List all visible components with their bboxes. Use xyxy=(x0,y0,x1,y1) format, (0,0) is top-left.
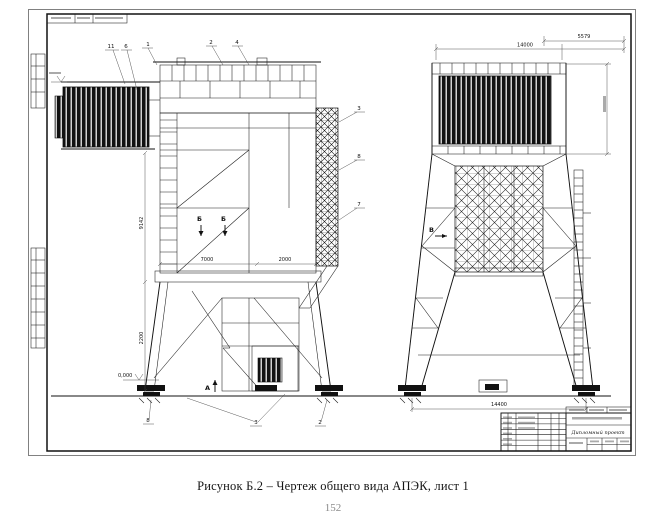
front-lattice-tower xyxy=(454,165,544,277)
callout-3: 3 xyxy=(357,106,361,112)
section-label-a: А xyxy=(205,384,210,392)
left-vertical-dimension: 9142 2200 xyxy=(139,150,148,394)
left-horizontal-dimension: 7000 2000 xyxy=(157,257,319,267)
margin-table-bottom xyxy=(30,247,46,349)
margin-table-top xyxy=(30,53,46,109)
page-number: 152 xyxy=(324,502,342,514)
head-hopper-block xyxy=(431,62,567,167)
side-ladder xyxy=(573,169,591,389)
dim-bay-width-2: 2000 xyxy=(279,257,292,263)
callout-11: 11 xyxy=(108,44,115,50)
technical-drawing-sheet: 0,000 9142 2200 7000 2000 xyxy=(28,9,636,456)
rail-bogies-left-view xyxy=(137,385,343,404)
title-block: Дипломный проект xyxy=(500,406,632,452)
callout-bottom-mid: 3 xyxy=(254,420,258,426)
callout-bottom-right: 2 xyxy=(318,420,322,426)
section-label-b-left: Б xyxy=(197,215,202,223)
corner-designation-stamp xyxy=(46,13,128,24)
section-label-b-right: Б xyxy=(221,215,226,223)
dim-portal-height: 2200 xyxy=(139,332,145,345)
title-block-project-label: Дипломный проект xyxy=(570,430,624,436)
portal-structure xyxy=(144,270,332,392)
section-label-v: В xyxy=(429,226,434,234)
figure-caption: Рисунок Б.2 – Чертеж общего вида АПЭК, л… xyxy=(197,479,469,493)
tower-body xyxy=(159,112,317,274)
dim-top-width-total: 14000 xyxy=(517,43,533,49)
bucket-elevator-column xyxy=(298,107,339,309)
dim-level-zero: 0,000 xyxy=(118,373,132,379)
right-vertical-dimension xyxy=(566,61,611,157)
dim-bay-width-1: 7000 xyxy=(201,257,214,263)
front-elevation-view: 5579 14000 xyxy=(398,34,627,412)
dim-track-gauge: 14400 xyxy=(491,402,507,408)
callout-1: 1 xyxy=(146,42,150,48)
dim-top-width-partial: 5579 xyxy=(578,34,591,40)
bottom-callouts: 8 3 2 xyxy=(143,393,328,427)
callout-6: 6 xyxy=(124,44,128,50)
front-portal-legs xyxy=(404,153,594,390)
dim-tower-height: 9142 xyxy=(139,217,145,230)
view-direction-mark: В xyxy=(429,226,447,238)
level-mark-zero: 0,000 xyxy=(118,373,159,381)
rail-bogies-front-view xyxy=(398,379,600,404)
callout-8: 8 xyxy=(357,154,361,160)
side-elevation-view: 0,000 9142 2200 7000 2000 xyxy=(49,40,365,427)
callout-4: 4 xyxy=(235,40,239,46)
callout-2: 2 xyxy=(209,40,213,46)
callout-bottom-left: 8 xyxy=(146,418,150,424)
machine-house xyxy=(153,57,321,114)
callout-7: 7 xyxy=(357,202,361,208)
section-marks: Б Б А xyxy=(197,215,228,392)
top-dimensions: 5579 14000 xyxy=(433,34,627,60)
sheet-frame xyxy=(28,9,636,456)
bottom-dimension: 14400 xyxy=(409,398,589,412)
right-callouts: 3 8 7 xyxy=(338,106,365,221)
boom-conveyor-block xyxy=(49,72,160,150)
top-callouts: 11 6 1 2 4 xyxy=(105,40,250,91)
